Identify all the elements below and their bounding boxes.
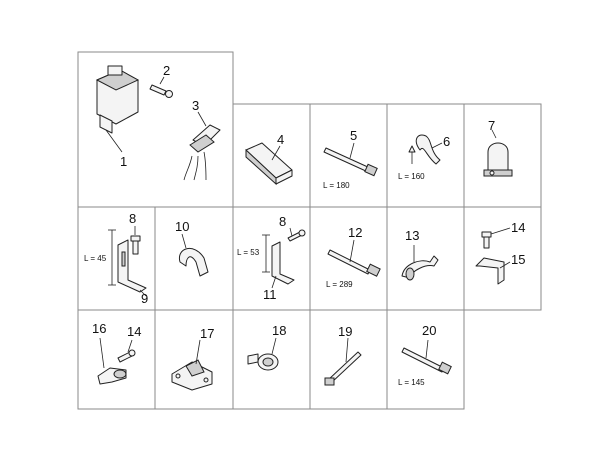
part-12-cable-tie [327,239,381,277]
callout-18: 18 [272,323,286,338]
part-20-cable-tie [401,339,452,375]
part-2-screw [149,76,173,98]
part-4-cover [245,142,293,186]
callout-11: 11 [263,287,277,302]
grid-lines [77,51,542,410]
callout-12: 12 [348,225,362,240]
callout-14b: 14 [127,324,141,339]
part-16-bracket [97,337,127,385]
part-10-clip [178,233,209,277]
callout-13: 13 [405,228,419,243]
part-14-screw-b [117,339,136,363]
length-12: L = 289 [326,280,353,289]
part-11-bracket [262,234,295,289]
part-13-clamp [401,245,439,281]
part-7-clamp [483,129,513,177]
callout-17: 17 [200,326,214,341]
length-labels: L = 180 L = 160 L = 45 L = 53 L = 289 L … [84,172,425,387]
callout-4: 4 [277,132,284,147]
callout-1: 1 [120,154,127,169]
part-8-bolt-a [130,226,141,255]
callout-8a: 8 [129,211,136,226]
callout-15: 15 [511,252,525,267]
part-5-cable-tie [323,142,378,177]
part-3-connector [183,111,221,181]
length-20: L = 145 [398,378,425,387]
callout-20: 20 [422,323,436,338]
part-15-bracket [475,257,511,285]
callout-16: 16 [92,321,106,336]
callout-labels: 1 2 3 4 5 6 7 8 9 10 8 11 12 13 14 15 16… [92,63,525,341]
length-11: L = 53 [237,248,260,257]
callout-9: 9 [141,291,148,306]
callout-2: 2 [163,63,170,78]
callout-8b: 8 [279,214,286,229]
length-6: L = 160 [398,172,425,181]
part-17-plate [171,339,213,391]
callout-7: 7 [488,118,495,133]
callout-19: 19 [338,324,352,339]
part-19-tie-mount [324,337,362,386]
part-8-bolt-b [287,227,306,242]
length-5: L = 180 [323,181,350,190]
callout-10: 10 [175,219,189,234]
part-1-module [95,65,140,153]
callout-6: 6 [443,134,450,149]
length-9: L = 45 [84,254,107,263]
callout-3: 3 [192,98,199,113]
part-9-bracket [108,229,147,297]
part-18-grommet [247,337,279,371]
part-14-screw-a [481,227,511,249]
part-6-clip [408,134,443,165]
callout-5: 5 [350,128,357,143]
callout-14a: 14 [511,220,525,235]
